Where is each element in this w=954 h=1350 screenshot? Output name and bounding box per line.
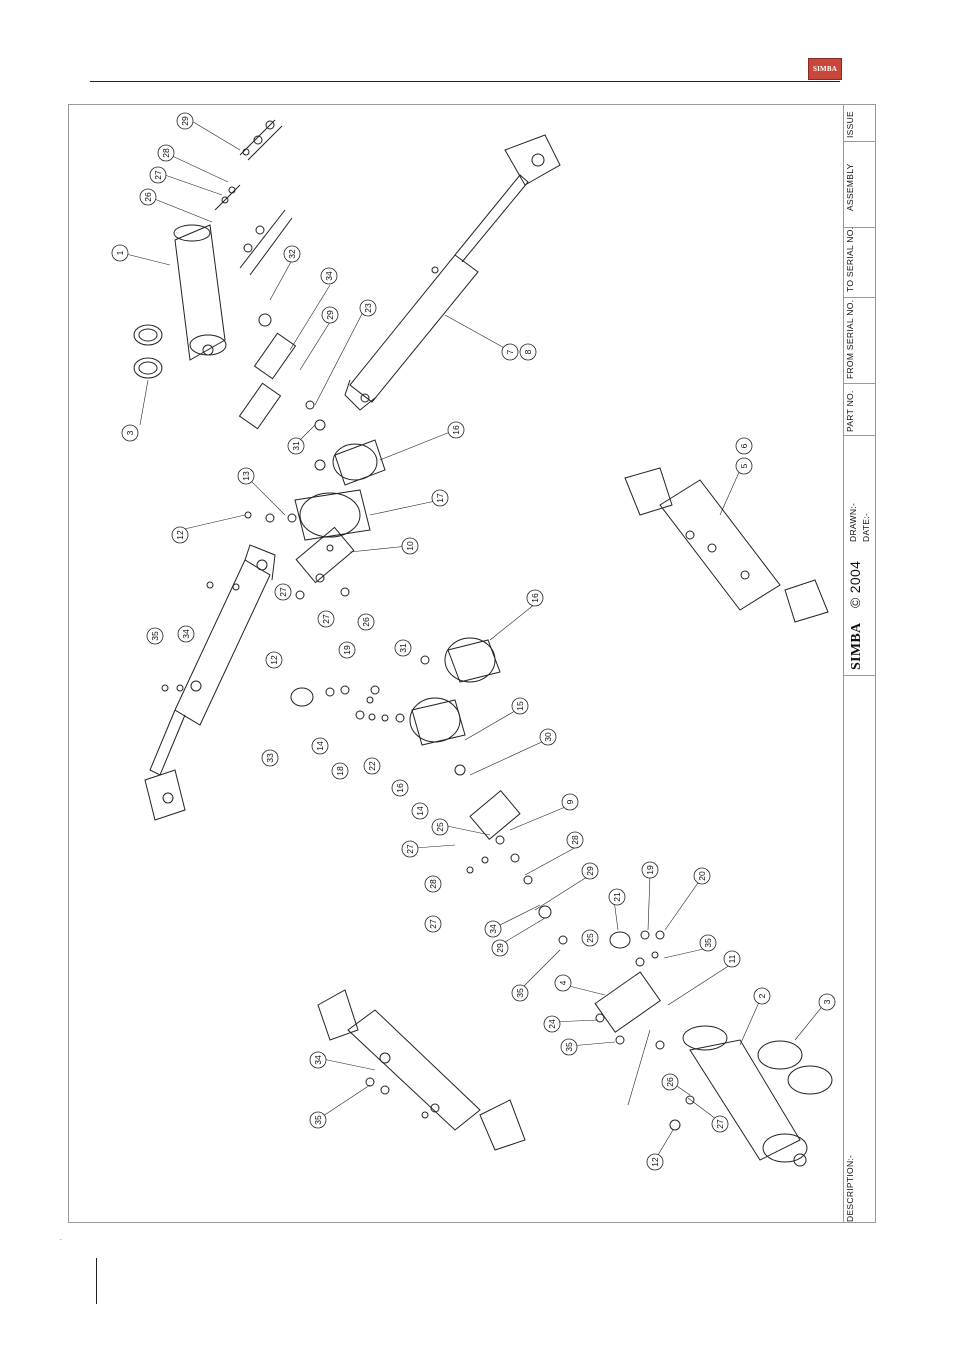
callout-label: 28 <box>570 835 580 845</box>
callout-label: 7 <box>505 349 515 354</box>
callout-label: 6 <box>739 443 749 448</box>
callout-label: 35 <box>564 1042 574 1052</box>
callout-label: 31 <box>291 441 301 451</box>
callout-label: 27 <box>715 1119 725 1129</box>
callout-label: 23 <box>363 303 373 313</box>
callout-label: 34 <box>313 1055 323 1065</box>
callout-label: 18 <box>335 766 345 776</box>
callout-label: 11 <box>727 954 737 963</box>
callout-label: 31 <box>398 643 408 653</box>
callout-label: 35 <box>703 938 713 948</box>
callout-label: 27 <box>428 919 438 929</box>
callout-label: 12 <box>650 1157 660 1167</box>
callout-label: 26 <box>143 192 153 202</box>
callout-label: 30 <box>543 732 553 742</box>
callout-label: 35 <box>515 988 525 998</box>
callout-label: 16 <box>395 783 405 793</box>
callout-label: 27 <box>405 844 415 854</box>
ram-cylinder-lower-left <box>318 990 525 1150</box>
callout-label: 15 <box>515 701 525 711</box>
accumulator-16-top <box>315 440 385 485</box>
callout-label: 34 <box>181 629 191 639</box>
accumulator-16-middle <box>421 638 500 682</box>
callout-label: 5 <box>739 463 749 468</box>
callout-label: 17 <box>435 493 445 503</box>
callout-label: 3 <box>822 999 832 1004</box>
callout-label: 14 <box>415 806 425 816</box>
callout-label: 29 <box>180 116 190 126</box>
ram-cylinder-5-6 <box>625 468 828 622</box>
callout-label: 25 <box>585 933 595 943</box>
callout-label: 27 <box>321 614 331 624</box>
callout-label: 34 <box>488 924 498 934</box>
callout-label: 28 <box>161 148 171 158</box>
callout-label: 32 <box>287 249 297 259</box>
manifold-9 <box>455 765 567 944</box>
callout-label: 16 <box>530 593 540 603</box>
callout-label: 29 <box>585 866 595 876</box>
callout-label: 13 <box>241 471 251 481</box>
callout-label: 28 <box>428 879 438 889</box>
accumulator-16-lower <box>382 698 465 745</box>
callout-label: 9 <box>565 799 575 804</box>
callout-label: 35 <box>150 631 160 641</box>
callout-label: 3 <box>125 430 135 435</box>
fittings-middle <box>291 686 379 720</box>
callout-label: 35 <box>313 1115 323 1125</box>
callout-label: 19 <box>342 645 352 655</box>
callout-label: 26 <box>665 1077 675 1087</box>
callout-label: 21 <box>612 892 622 902</box>
callout-label: 24 <box>547 1019 557 1029</box>
callout-label: 22 <box>367 761 377 771</box>
accumulator-2 <box>670 1026 832 1166</box>
callout-label: 29 <box>495 943 505 953</box>
valve-block-4 <box>595 931 664 1049</box>
callout-label: 33 <box>265 753 275 763</box>
callout-label: 8 <box>523 349 533 354</box>
callout-label: 29 <box>325 310 335 320</box>
callout-label: 2 <box>757 993 767 998</box>
valve-cluster-upper <box>240 314 325 430</box>
callout-label: 19 <box>645 865 655 875</box>
accumulator-17 <box>245 490 370 540</box>
callout-label: 10 <box>405 541 415 551</box>
ram-cylinder-7-8 <box>345 135 560 410</box>
callout-label: 16 <box>451 425 461 435</box>
callout-label: 25 <box>435 822 445 832</box>
callout-label: 1 <box>115 250 125 255</box>
callout-label: 34 <box>324 271 334 281</box>
callout-label: 27 <box>153 170 163 180</box>
callout-label: 26 <box>361 617 371 627</box>
callout-label: 14 <box>315 741 325 751</box>
callout-label: 12 <box>269 655 279 665</box>
callout-label: 20 <box>697 871 707 881</box>
fittings-top <box>215 120 292 275</box>
ram-cylinder-left <box>145 545 275 820</box>
callout-label: 27 <box>278 587 288 597</box>
callout-label: 4 <box>558 980 568 985</box>
callout-label: 12 <box>175 530 185 540</box>
accumulator-1 <box>134 225 226 378</box>
